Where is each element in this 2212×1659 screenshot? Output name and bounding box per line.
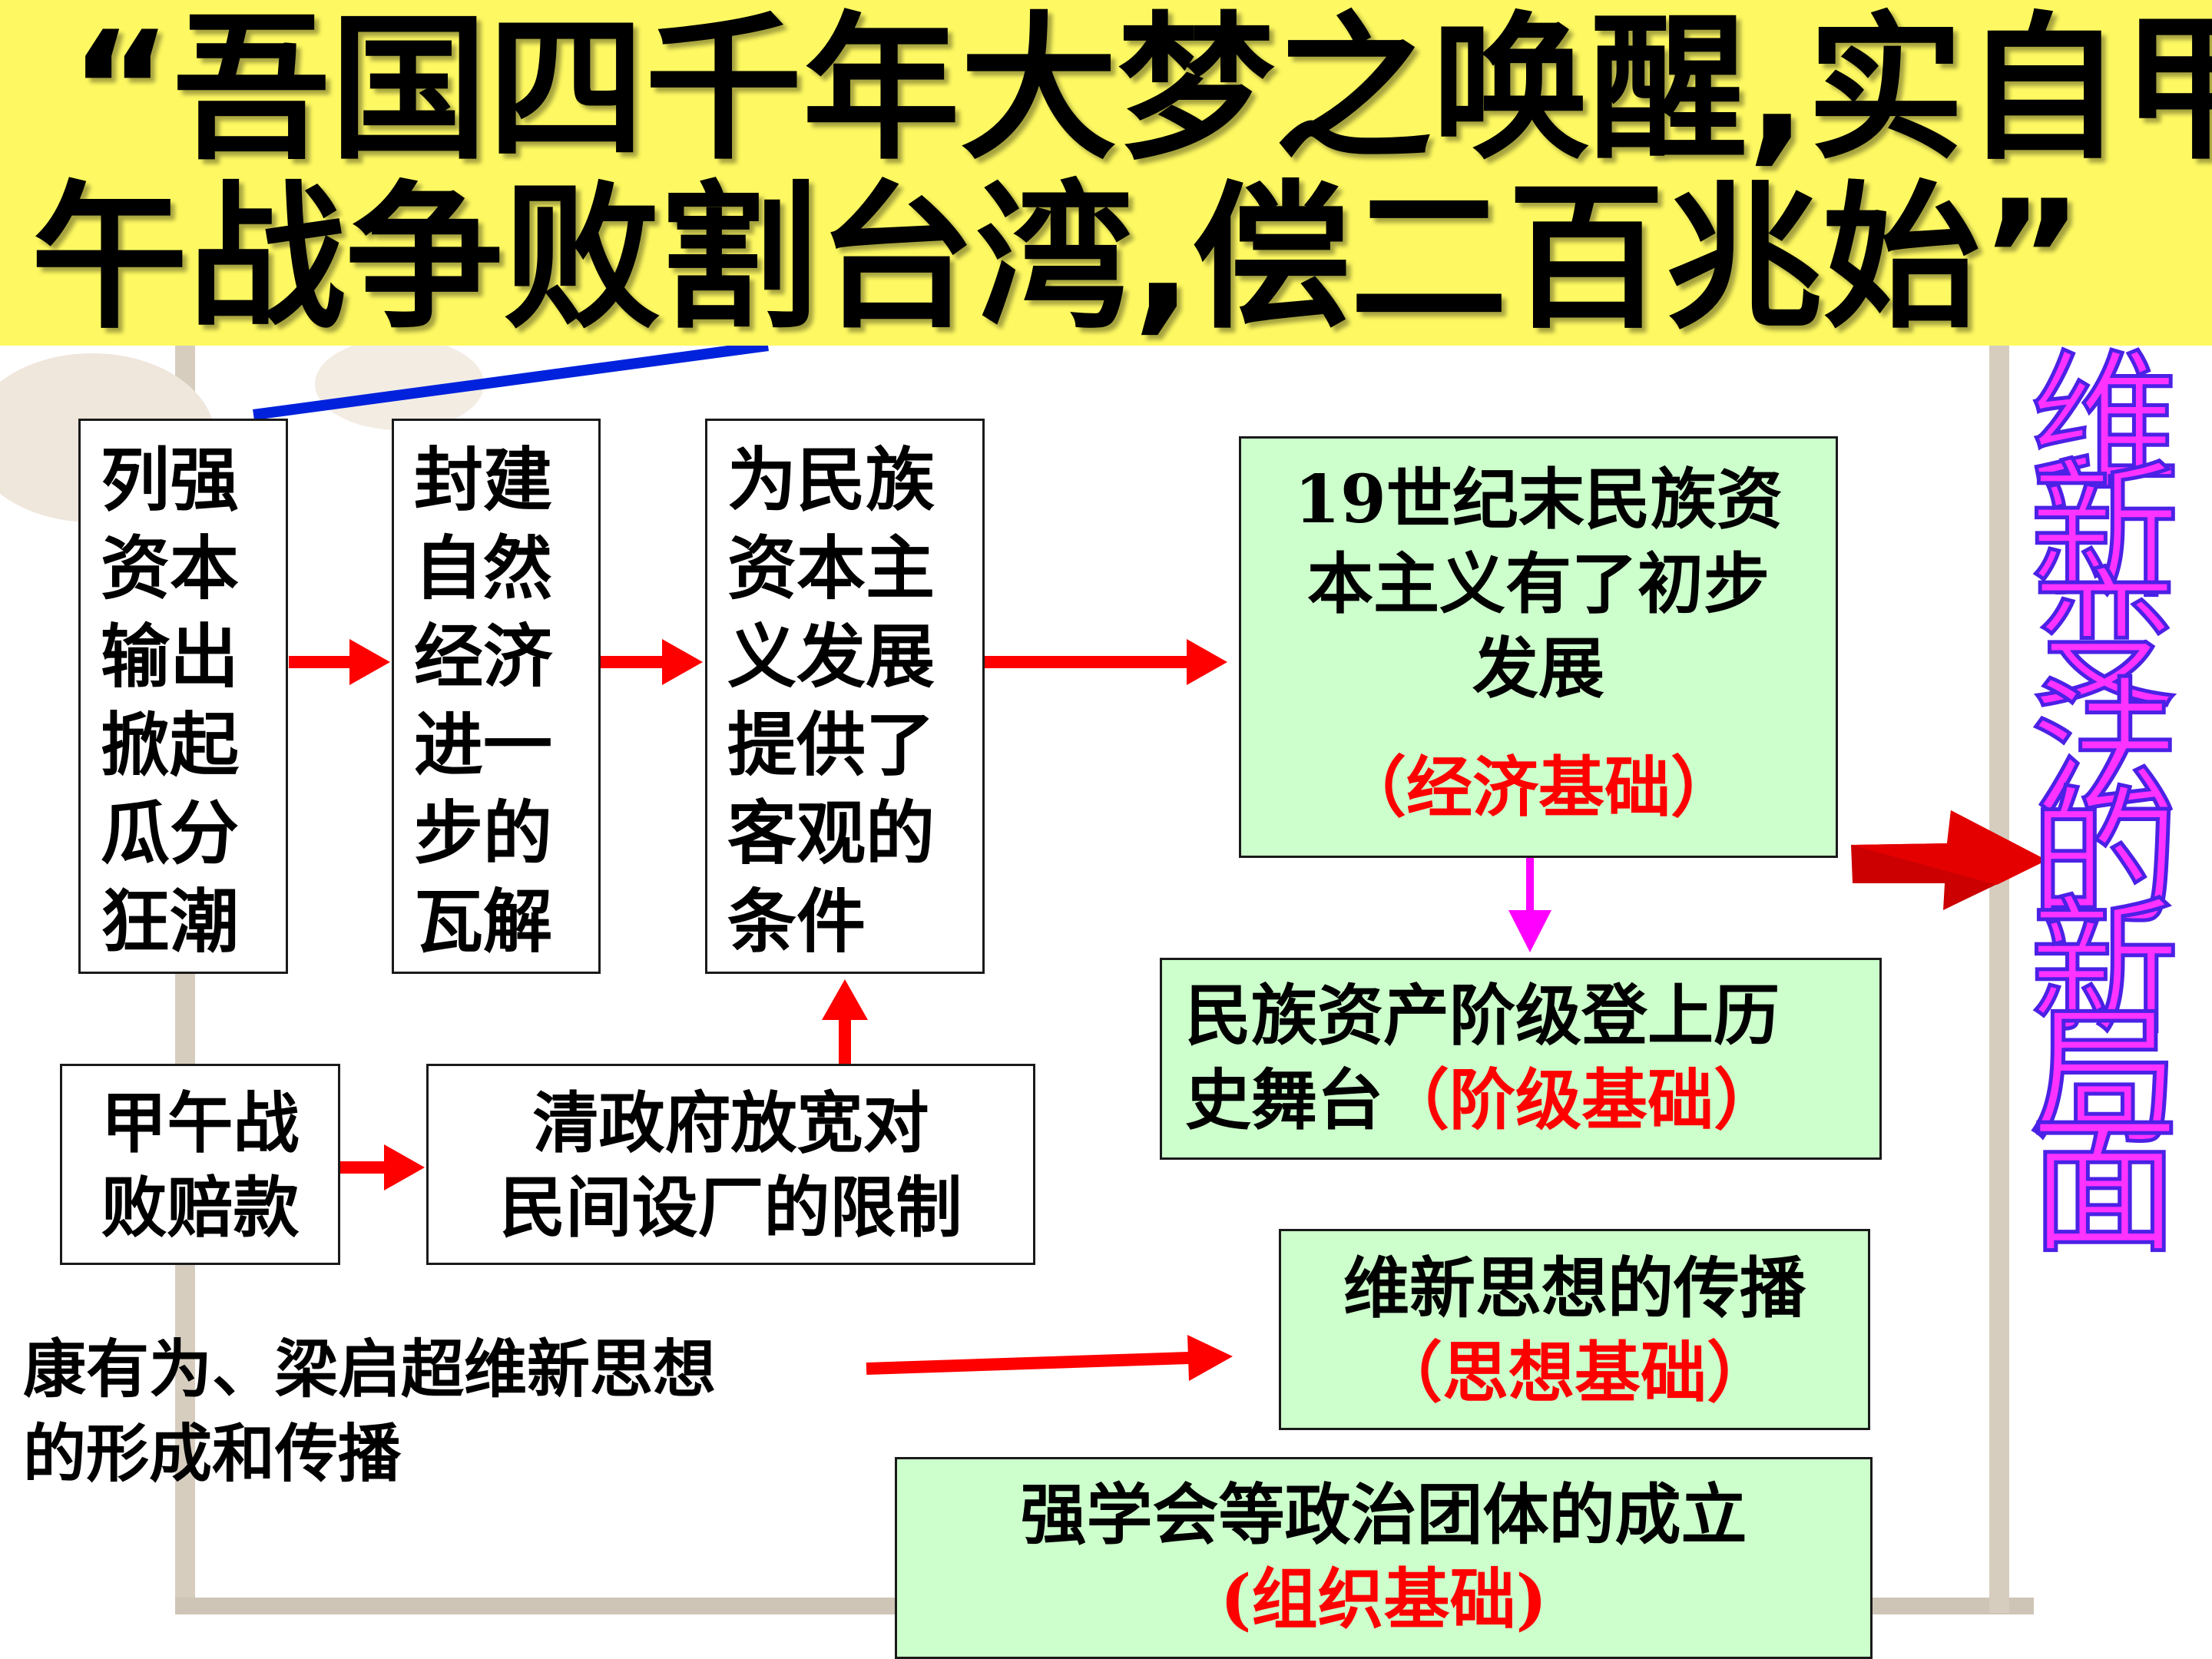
arrow-conditions-to-economic	[985, 639, 1227, 685]
box-economic-foundation: 19世纪末民族资 本主义有了初步 发展 （经济基础）	[1239, 436, 1838, 858]
box-thought-foundation: 维新思想的传播 （思想基础）	[1279, 1229, 1870, 1430]
arrow-kang-to-thought	[866, 1335, 1233, 1381]
side-title-char: 变	[2028, 554, 2181, 728]
box-text-line: 经济	[414, 616, 552, 697]
box-text-line: 败赔款	[101, 1169, 300, 1247]
scroll-right-rod	[1989, 346, 2009, 1613]
box-powers-capital-export: 列强 资本 输出 掀起 瓜分 狂潮	[78, 419, 288, 974]
arrow-feudal-to-conditions	[601, 639, 703, 685]
side-title-char: 法	[2028, 663, 2181, 837]
box-text-line: 义发展	[727, 616, 935, 697]
box-text-line: 强学会等政治团体的成立	[1020, 1476, 1747, 1554]
box-text-line: 民间设厂的限制	[499, 1169, 962, 1247]
side-vertical-title: 维 新 变 法 的 新 局 面	[2012, 336, 2197, 1273]
box-text-line: 列强	[101, 439, 239, 521]
side-title-char: 的	[2028, 772, 2181, 946]
box-text-line: 掀起	[101, 704, 239, 786]
box-text-line: 封建	[414, 439, 552, 521]
box-text-line: 清政府放宽对	[532, 1084, 929, 1162]
banner-title-line-2: 午战争败割台湾,偿二百兆始”	[31, 167, 2084, 350]
box-text-line: 客观的	[727, 793, 935, 874]
box-text-line: 资本主	[727, 528, 935, 609]
box-text-line: 步的	[414, 793, 552, 874]
arrow-policy-up-to-conditions	[822, 979, 868, 1064]
foundation-tag: （阶级基础）	[1383, 1061, 1780, 1139]
box-class-foundation: 民族资产阶级登上历 史舞台（阶级基础）	[1160, 958, 1882, 1160]
box-text-line: 甲午战	[101, 1084, 300, 1162]
box-text-line: 发展	[1472, 630, 1604, 707]
box-qing-policy: 清政府放宽对 民间设厂的限制	[426, 1064, 1035, 1265]
big-arrow-to-side-title	[1851, 810, 2047, 910]
box-text-line: 维新思想的传播	[1343, 1250, 1806, 1327]
flower-decoration	[315, 338, 484, 430]
foundation-tag: （经济基础）	[1340, 749, 1737, 826]
box-text-line: 自然	[414, 528, 552, 609]
box-feudal-economy-collapse: 封建 自然 经济 进一 步的 瓦解	[392, 419, 601, 974]
box-text-line: 本主义有了初步	[1307, 545, 1770, 623]
box-text-line: 瓜分	[101, 793, 239, 874]
arrow-war-to-policy	[339, 1144, 425, 1190]
banner-title-line-1: “吾国四千年大梦之唤醒,实自甲	[69, 0, 2212, 181]
side-title-char: 新	[2028, 881, 2181, 1055]
box-text-line: 史舞台（阶级基础）	[1185, 1058, 1879, 1143]
box-text-line: 输出	[101, 616, 239, 697]
arrow-powers-to-feudal	[289, 639, 390, 685]
box-text-line: 狂潮	[101, 881, 239, 962]
box-text-line: 为民族	[727, 439, 935, 521]
foundation-tag: （思想基础）	[1376, 1334, 1773, 1412]
box-text-line: 瓦解	[414, 881, 552, 962]
box-war-indemnity: 甲午战 败赔款	[60, 1064, 340, 1265]
title-banner: “吾国四千年大梦之唤醒,实自甲 午战争败割台湾,偿二百兆始”	[0, 0, 2212, 346]
blue-connector-line	[253, 340, 769, 420]
side-title-char: 维	[2028, 336, 2181, 510]
box-organization-foundation: 强学会等政治团体的成立 (组织基础)	[895, 1457, 1873, 1659]
kang-liang-thought-text: 康有为、梁启超维新思想 的形成和传播	[23, 1327, 868, 1496]
box-text-line: 19世纪末民族资	[1294, 461, 1783, 538]
box-objective-conditions: 为民族 资本主 义发展 提供了 客观的 条件	[705, 419, 985, 974]
box-text-line: 进一	[414, 704, 552, 786]
free-text-line: 康有为、梁启超维新思想	[23, 1333, 717, 1406]
side-title-char: 面	[2028, 1099, 2181, 1273]
free-text-line: 的形成和传播	[23, 1417, 402, 1491]
arrow-economic-down-to-class	[1508, 858, 1551, 952]
box-text-line: 提供了	[727, 704, 935, 786]
box-text-line: 条件	[727, 881, 866, 962]
box-text-span: 史舞台	[1185, 1061, 1383, 1139]
box-text-line: 民族资产阶级登上历	[1185, 977, 1780, 1055]
side-title-char: 新	[2028, 445, 2181, 619]
side-title-char: 局	[2028, 990, 2181, 1164]
foundation-tag: (组织基础)	[1220, 1561, 1548, 1638]
box-text-line: 资本	[101, 528, 239, 609]
